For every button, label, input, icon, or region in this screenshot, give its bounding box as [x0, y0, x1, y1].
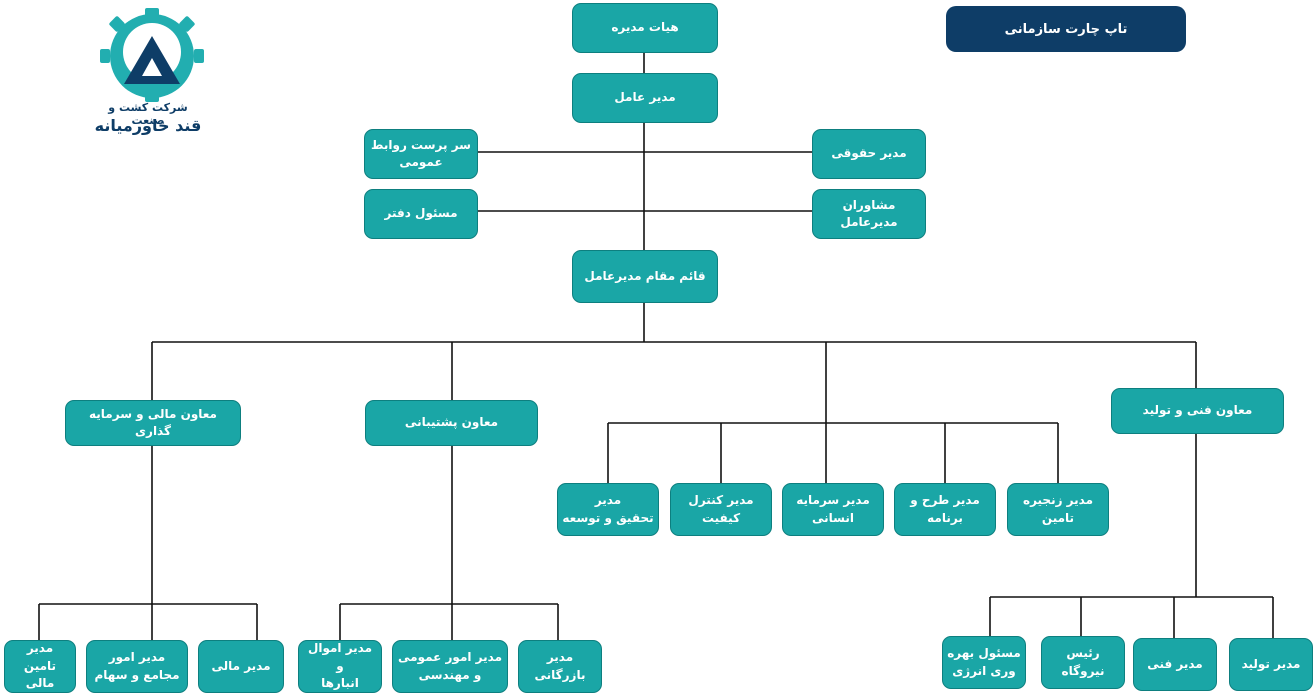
node-property-warehouse-manager: مدیر اموال و انبارها: [298, 640, 382, 693]
node-rd-manager: مدیر تحقیق و توسعه: [557, 483, 659, 536]
gear-triangle-logo-icon: [100, 8, 204, 102]
node-finance-manager: مدیر مالی: [198, 640, 284, 693]
node-vp-support: معاون پشتیبانی: [365, 400, 538, 446]
node-supply-chain-manager: مدیر زنجیره تامین: [1007, 483, 1109, 536]
node-legal-manager: مدیر حقوقی: [812, 129, 926, 179]
node-pr-supervisor: سر پرست روابط عمومی: [364, 129, 478, 179]
chart-title: تاپ چارت سازمانی: [946, 6, 1186, 52]
node-hr-manager: مدیر سرمایه انسانی: [782, 483, 884, 536]
node-production-manager: مدیر تولید: [1229, 638, 1313, 691]
node-energy-officer: مسئول بهره وری انرژی: [942, 636, 1026, 689]
node-board: هیات مدیره: [572, 3, 718, 53]
node-commerce-manager: مدیر بازرگانی: [518, 640, 602, 693]
node-assembly-shares-manager: مدیر امور مجامع و سهام: [86, 640, 188, 693]
node-vp-finance: معاون مالی و سرمایه گذاری: [65, 400, 241, 446]
company-logo: [100, 8, 204, 102]
company-name-line1: شرکت کشت و صنعت: [108, 101, 188, 127]
node-deputy-ceo: قائم مقام مدیرعامل: [572, 250, 718, 303]
node-office-manager: مسئول دفتر: [364, 189, 478, 239]
node-technical-manager: مدیر فنی: [1133, 638, 1217, 691]
node-planning-manager: مدیر طرح و برنامه: [894, 483, 996, 536]
node-ceo: مدیر عامل: [572, 73, 718, 123]
company-name-line2: قند خاورمیانه: [94, 116, 202, 135]
node-vp-technical: معاون فنی و تولید: [1111, 388, 1284, 434]
node-ceo-advisors: مشاوران مدیرعامل: [812, 189, 926, 239]
node-powerplant-head: رئیس نیروگاه: [1041, 636, 1125, 689]
node-general-engineering-manager: مدیر امور عمومی و مهندسی: [392, 640, 508, 693]
node-qc-manager: مدیر کنترل کیفیت: [670, 483, 772, 536]
node-financing-manager: مدیر تامین مالی: [4, 640, 76, 693]
